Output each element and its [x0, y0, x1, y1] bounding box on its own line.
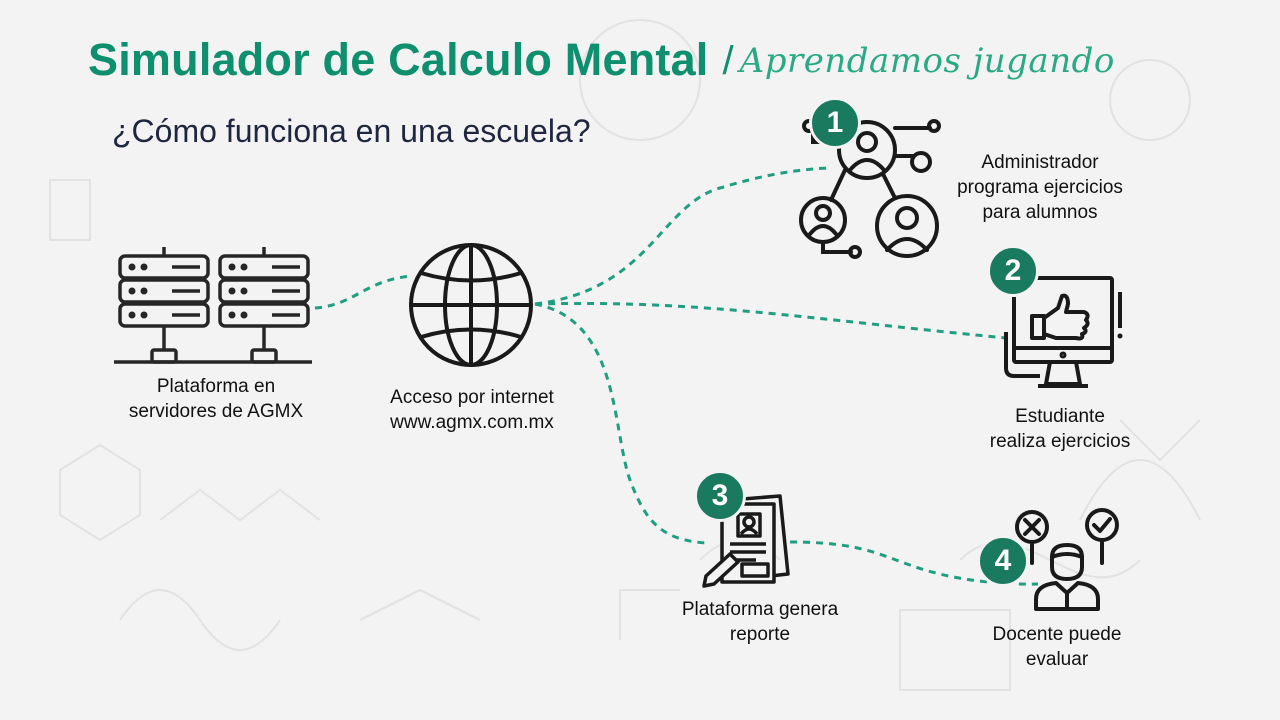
internet-label-line1: Acceso por internet: [390, 387, 554, 408]
connector-internet-admin: [534, 166, 829, 306]
teacher-evaluate-icon: [1015, 508, 1119, 611]
admin-label-line2: programa ejercicios: [957, 177, 1123, 198]
globe-icon: [409, 243, 533, 367]
report-document-icon: [702, 494, 790, 588]
monitor-thumbs-up-icon: [1004, 276, 1123, 388]
student-label-line1: Estudiante: [1015, 406, 1105, 427]
server-rack-icon: [114, 247, 312, 364]
admin-label-line1: Administrador: [981, 152, 1099, 173]
student-label-line2: realiza ejercicios: [989, 431, 1131, 452]
admin-label: Administrador programa ejercicios para a…: [940, 150, 1140, 225]
main-title: Simulador de Calculo Mental: [88, 34, 709, 85]
report-label-line1: Plataforma genera: [681, 599, 839, 620]
servers-label-line1: Plataforma en: [156, 376, 276, 397]
admin-label-line3: para alumnos: [982, 202, 1098, 223]
step-badge-3: 3: [694, 470, 746, 522]
student-label: Estudiante realiza ejercicios: [960, 404, 1160, 454]
connector-servers-internet: [314, 274, 413, 310]
title-separator: /: [722, 39, 734, 83]
internet-label: Acceso por internet www.agmx.com.mx: [370, 385, 574, 435]
servers-label: Plataforma en servidores de AGMX: [114, 374, 318, 424]
step-badge-1: 1: [809, 97, 861, 149]
network-users-icon: [799, 119, 941, 259]
connector-report-teacher: [789, 540, 1039, 586]
title-row: Simulador de Calculo Mental / Aprendamos…: [88, 26, 1115, 86]
servers-label-line2: servidores de AGMX: [128, 401, 304, 422]
step-badge-2: 2: [987, 245, 1039, 297]
page-question: ¿Cómo funciona en una escuela?: [112, 113, 591, 149]
subtitle: Aprendamos jugando: [739, 41, 1115, 81]
internet-label-url: www.agmx.com.mx: [390, 412, 554, 433]
step-badge-4: 4: [977, 535, 1029, 587]
report-label-line2: reporte: [729, 624, 791, 645]
report-label: Plataforma genera reporte: [660, 597, 860, 647]
connector-internet-report: [534, 302, 707, 545]
teacher-label-line2: evaluar: [1025, 649, 1089, 670]
connector-internet-student: [534, 301, 1007, 340]
teacher-label-line1: Docente puede: [992, 624, 1122, 645]
teacher-label: Docente puede evaluar: [957, 622, 1157, 672]
